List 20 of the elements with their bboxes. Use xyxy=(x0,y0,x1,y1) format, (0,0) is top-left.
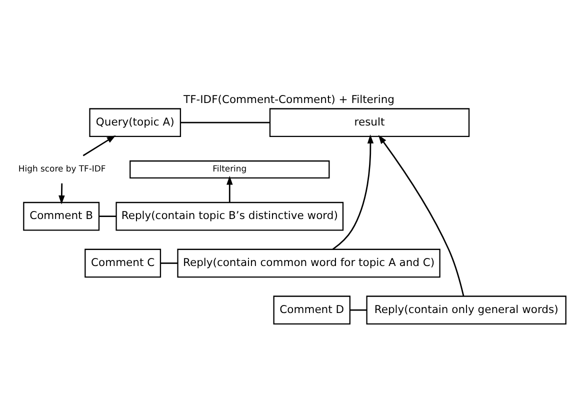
diagram-title: TF-IDF(Comment-Comment) + Filtering xyxy=(184,92,394,106)
arrow xyxy=(378,134,464,296)
arrow xyxy=(82,135,116,156)
connector xyxy=(350,309,367,311)
node-box: Filtering xyxy=(130,160,330,178)
connector xyxy=(99,216,116,218)
arrow xyxy=(332,134,374,250)
node-box: Reply(contain topic B’s distinctive word) xyxy=(116,202,344,231)
node-box: Comment C xyxy=(84,248,162,278)
node-box: Reply(contain only general words) xyxy=(366,296,566,324)
node-box: Comment B xyxy=(23,202,100,231)
connector xyxy=(180,122,270,124)
arrow xyxy=(58,183,65,204)
node-text: High score by TF-IDF xyxy=(18,164,106,174)
node-box: Comment D xyxy=(273,296,350,324)
node-box: Query(topic A) xyxy=(89,108,182,137)
arrow xyxy=(226,176,233,202)
node-box: result xyxy=(269,108,470,137)
connector xyxy=(160,262,178,264)
node-box: Reply(contain common word for topic A and C) xyxy=(177,248,440,278)
